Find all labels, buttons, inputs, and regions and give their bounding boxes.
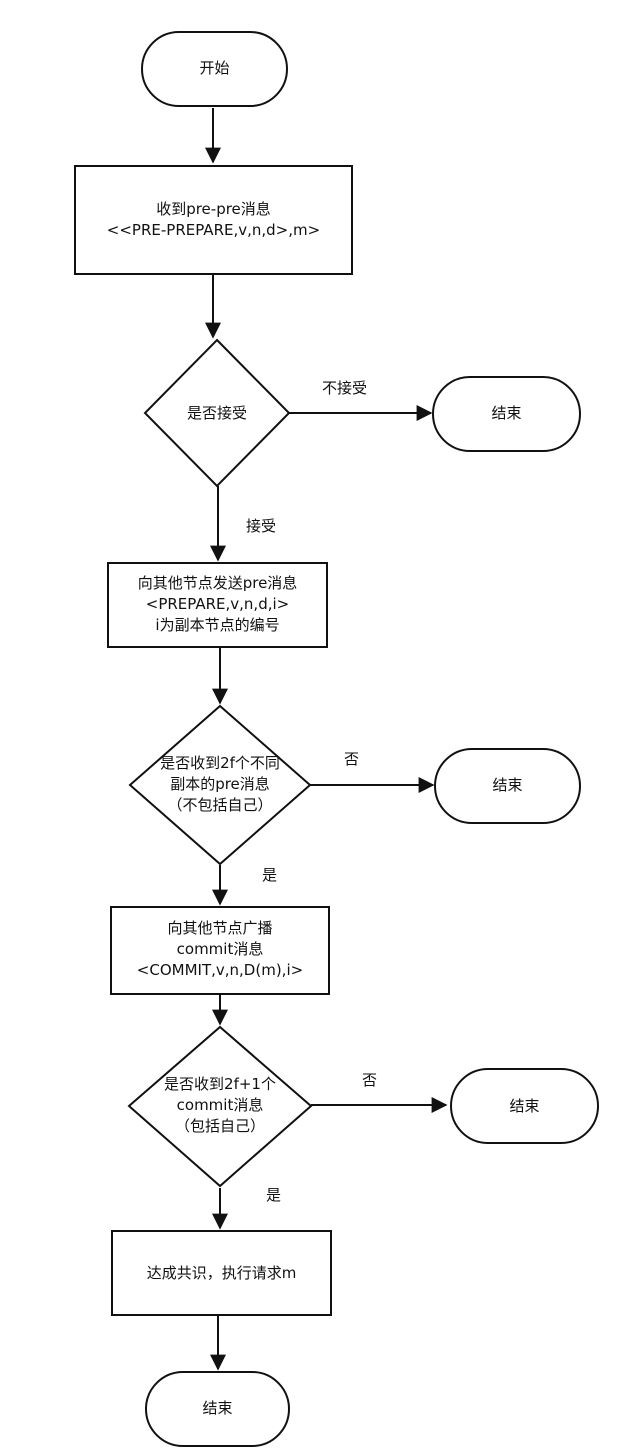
edge-label-commit-no: 否	[362, 1071, 378, 1089]
commit-decision-label: 是否收到2f+1个 commit消息 （包括自己）	[129, 1074, 311, 1137]
broadcast-commit-line-3: <COMMIT,v,n,D(m),i>	[136, 961, 304, 979]
start-terminal	[141, 31, 288, 107]
accept-decision-label: 是否接受	[186, 404, 247, 422]
end-2-label: 结束	[492, 776, 523, 794]
recv-preprepare-line-2: <<PRE-PREPARE,v,n,d>,m>	[106, 221, 321, 239]
prepare-decision-line-2: 副本的pre消息	[170, 775, 270, 793]
send-prepare-line-3: i为副本节点的编号	[155, 616, 280, 634]
prepare-decision-line-1: 是否收到2f个不同	[160, 754, 280, 772]
edge-label-accept: 接受	[246, 517, 277, 535]
accept-decision-diamond	[143, 338, 291, 488]
edge-label-prepare-no: 否	[344, 750, 360, 768]
recv-preprepare-box	[74, 165, 353, 275]
end-terminal-2	[434, 748, 581, 824]
broadcast-commit-box	[110, 906, 330, 995]
edge-label-commit-yes: 是	[266, 1186, 282, 1204]
send-prepare-label: 向其他节点发送pre消息 <PREPARE,v,n,d,i> i为副本节点的编号	[108, 573, 327, 636]
commit-decision-line-1: 是否收到2f+1个	[164, 1075, 276, 1093]
broadcast-commit-line-2: commit消息	[176, 940, 264, 958]
end-3-label: 结束	[509, 1097, 540, 1115]
commit-decision-line-2: commit消息	[176, 1096, 264, 1114]
prepare-decision-diamond	[128, 704, 312, 866]
edge-label-prepare-yes: 是	[262, 866, 278, 884]
recv-preprepare-label: 收到pre-pre消息 <<PRE-PREPARE,v,n,d>,m>	[75, 199, 352, 241]
broadcast-commit-line-1: 向其他节点广播	[167, 919, 273, 937]
send-prepare-line-1: 向其他节点发送pre消息	[137, 574, 298, 592]
commit-decision-line-3: （包括自己）	[174, 1117, 265, 1135]
prepare-decision-label: 是否收到2f个不同 副本的pre消息 （不包括自己）	[130, 753, 310, 816]
end-final-label: 结束	[202, 1399, 233, 1417]
end-terminal-3	[450, 1068, 599, 1144]
commit-decision-diamond	[127, 1025, 313, 1188]
send-prepare-box	[107, 562, 328, 648]
broadcast-commit-label: 向其他节点广播 commit消息 <COMMIT,v,n,D(m),i>	[111, 918, 329, 981]
send-prepare-line-2: <PREPARE,v,n,d,i>	[145, 595, 290, 613]
end-1-label: 结束	[491, 404, 522, 422]
edge-label-reject: 不接受	[322, 379, 368, 397]
prepare-decision-line-3: （不包括自己）	[167, 796, 273, 814]
recv-preprepare-line-1: 收到pre-pre消息	[156, 200, 271, 218]
consensus-box	[111, 1230, 332, 1316]
end-terminal-1	[432, 376, 581, 452]
consensus-label: 达成共识，执行请求m	[146, 1264, 297, 1282]
start-label: 开始	[199, 59, 230, 77]
end-terminal-final	[145, 1371, 290, 1447]
